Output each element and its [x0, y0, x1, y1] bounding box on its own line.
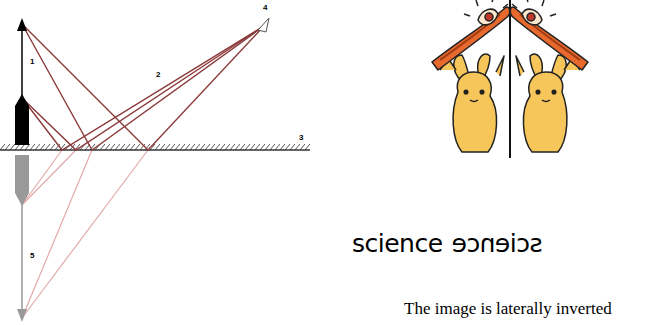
object-arrow: [15, 18, 29, 145]
callout-number: 4: [263, 4, 267, 12]
eye-symbol: [258, 18, 269, 32]
image-arrow: [15, 155, 29, 322]
caption-note: The image is laterally inverted: [404, 300, 612, 317]
rabbit-reflection: [510, 0, 588, 152]
rabbit-figure: [432, 0, 510, 152]
word-sample: science: [352, 231, 443, 256]
callout-number: 5: [30, 252, 34, 260]
mirror-divider: [509, 0, 511, 158]
callout-number: 3: [299, 134, 303, 142]
light-rays: [22, 24, 264, 150]
callout-number: 1: [30, 58, 34, 66]
mirror-hatching: [0, 144, 310, 150]
mirror-line: [0, 149, 310, 151]
virtual-rays: [22, 150, 148, 318]
callout-number: 2: [156, 71, 160, 79]
mirrored-word: science: [452, 231, 543, 256]
